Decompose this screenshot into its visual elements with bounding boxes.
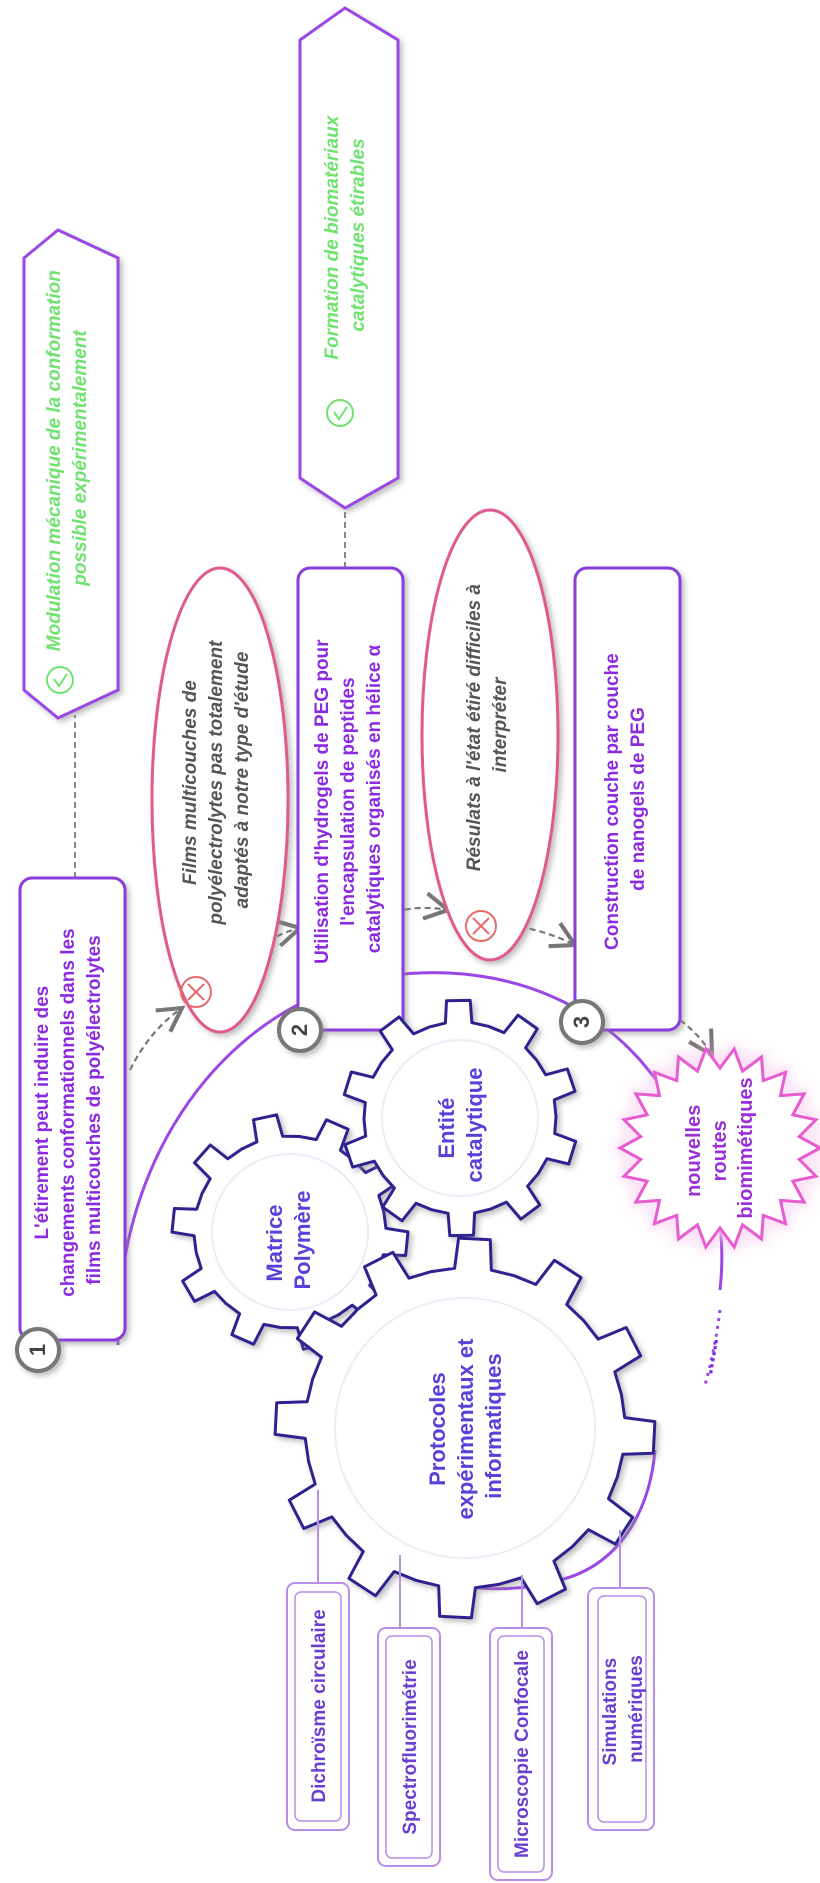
- step-2-line-2: l'encapsulation de peptides: [338, 677, 359, 925]
- outcome-2-check-icon: [326, 399, 354, 427]
- svg-text:nouvelles routes b: nouvelles routes biomimétiques: [683, 1077, 757, 1218]
- step-3-line-1: Construction couche par couche: [602, 653, 623, 950]
- technique-3-box: [489, 1627, 553, 1881]
- problem-1-ellipse: [150, 566, 290, 1034]
- arrow-step1-problem1: [129, 1005, 186, 1071]
- burst-line-1: nouvelles: [683, 1105, 705, 1197]
- problem-2-text: Résulats à l'état étiré difficiles à int…: [464, 579, 511, 872]
- outcome-1-text: Modulation mécanique de la conformation …: [44, 265, 91, 651]
- gear-3-line-1: Protocoles: [425, 1372, 450, 1486]
- svg-text:Simulations numériques: Simulations numériques: [600, 1653, 647, 1766]
- gear1-outline: [342, 998, 578, 1238]
- problem-1-line-2: polyélectrolytes pas totalement: [206, 640, 227, 926]
- gear-2-line-1: Entité: [434, 1098, 459, 1159]
- svg-text:L'étirement peut induire des: L'étirement peut induire des changements…: [32, 923, 105, 1297]
- step-2-box: [296, 566, 405, 1032]
- step-2-badge: 2: [277, 1007, 323, 1053]
- step-1-line-3: films multicouches de polyélectrolytes: [84, 935, 105, 1285]
- svg-text:Construction couche par couche: Construction couche par couche de nanoge…: [602, 648, 649, 950]
- step-2-number: 2: [287, 1024, 312, 1036]
- step-3-number: 3: [569, 1016, 594, 1028]
- problem-1-text: Films multicouches de polyélectrolytes p…: [180, 635, 253, 926]
- step-3-text: Construction couche par couche de nanoge…: [602, 648, 649, 950]
- technique-1-box: [286, 1582, 350, 1831]
- technique-2-box: [377, 1627, 441, 1867]
- starburst-label: nouvelles routes biomimétiques: [683, 1077, 757, 1218]
- outcome-1-line-1: Modulation mécanique de la conformation: [44, 270, 65, 651]
- problem-1-cross-icon: [180, 976, 212, 1008]
- gear-3-label: Protocoles expérimentaux et informatique…: [425, 1332, 506, 1520]
- technique-4-label: Simulations numériques: [600, 1653, 647, 1766]
- outcome-1-check-icon: [46, 666, 74, 694]
- starburst-shape: [616, 1045, 820, 1251]
- starburst: [616, 1045, 820, 1251]
- gear2-outline: [273, 1236, 657, 1620]
- step-1-badge: 1: [15, 1327, 61, 1373]
- step-1-line-1: L'étirement peut induire des: [32, 986, 53, 1240]
- technique-1-label: Dichroïsme circulaire: [309, 1609, 330, 1802]
- gear2-hub: [334, 1297, 596, 1559]
- gear-entite-catalytique: [342, 998, 578, 1238]
- gear-2-line-2: catalytique: [462, 1068, 487, 1183]
- technique-4-line-2: numériques: [626, 1655, 647, 1763]
- problem-1-line-3: adaptés à notre type d'étude: [232, 651, 253, 908]
- gear-1-line-1: Matrice: [262, 1205, 287, 1282]
- problem-2-line-1: Résulats à l'état étiré difficiles à: [464, 584, 485, 872]
- gear-1-line-2: Polymère: [290, 1190, 315, 1289]
- gear-3-line-3: informatiques: [481, 1353, 506, 1498]
- technique-4-box: [587, 1587, 655, 1831]
- problem-2-line-2: interpréter: [490, 676, 511, 773]
- step-2-line-3: catalytiques organisés en hélice α: [364, 644, 385, 953]
- burst-line-2: routes: [709, 1120, 731, 1181]
- svg-text:Protocoles expérimentaux: Protocoles expérimentaux et informatique…: [425, 1332, 506, 1519]
- svg-text:Modulation mécanique de la con: Modulation mécanique de la conformation …: [44, 265, 91, 651]
- svg-text:Entité catalytique: Entité catalytique: [434, 1068, 487, 1183]
- technique-3-label: Microscopie Confocale: [512, 1650, 533, 1858]
- outcome-1-line-2: possible expérimentalement: [70, 330, 91, 587]
- outcome-1-shape: [22, 228, 120, 720]
- step-1-text: L'étirement peut induire des changements…: [32, 923, 105, 1297]
- step-2-text: Utilisation d'hydrogels de PEG pour l'en…: [312, 634, 385, 964]
- outcome-2-text: Formation de biomatériaux catalytiques é…: [322, 110, 369, 359]
- gear0-hub: [211, 1153, 369, 1311]
- gear-3-line-2: expérimentaux et: [453, 1338, 478, 1520]
- step-2-line-1: Utilisation d'hydrogels de PEG pour: [312, 639, 333, 964]
- burst-line-3: biomimétiques: [735, 1077, 757, 1218]
- continuation-dots: ......: [692, 1335, 723, 1375]
- problem-1-line-1: Films multicouches de: [180, 680, 201, 885]
- technique-4-line-1: Simulations: [600, 1658, 621, 1766]
- technique-2-label: Spectrofluorimétrie: [400, 1659, 421, 1834]
- svg-text:Matrice Polymère: Matrice Polymère: [262, 1190, 315, 1289]
- outcome-2-line-1: Formation de biomatériaux: [322, 114, 343, 359]
- step-3-line-2: de nanogels de PEG: [628, 707, 649, 891]
- gear-protocoles: [273, 1236, 657, 1620]
- problem-2-ellipse: [420, 508, 560, 962]
- svg-text:Résulats à l'état étiré diffic: Résulats à l'état étiré difficiles à int…: [464, 579, 511, 871]
- step-1-box: [18, 876, 127, 1342]
- gear1-hub: [381, 1039, 539, 1197]
- arrow-problem2-step3: [509, 922, 579, 949]
- outcome-2-line-2: catalytiques étirables: [348, 138, 369, 331]
- step-3-badge: 3: [559, 999, 605, 1045]
- svg-text:Utilisation d'hydrogels de PEG: Utilisation d'hydrogels de PEG pour l'en…: [312, 634, 385, 964]
- step-1-number: 1: [25, 1344, 50, 1356]
- gear-2-label: Entité catalytique: [434, 1068, 487, 1183]
- step-3-box: [573, 566, 682, 1032]
- arrow-step3-burst: [679, 1019, 715, 1059]
- svg-text:Films multicouches de po: Films multicouches de polyélectrolytes p…: [180, 635, 253, 925]
- step-1-line-2: changements conformationnels dans les: [58, 928, 79, 1296]
- outcome-2-shape: [298, 6, 400, 510]
- gear-1-label: Matrice Polymère: [262, 1190, 315, 1289]
- svg-text:Formation de biomatériaux: Formation de biomatériaux catalytiques é…: [322, 110, 369, 359]
- problem-2-cross-icon: [465, 910, 497, 942]
